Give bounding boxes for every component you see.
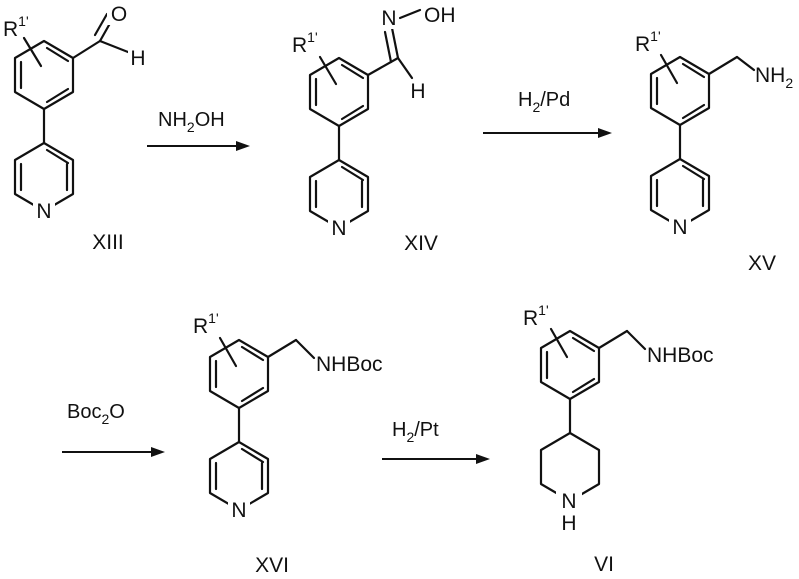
atom-n: N xyxy=(231,499,246,522)
atom-nh-h: H xyxy=(561,512,576,535)
atom-n: N xyxy=(36,200,51,223)
compound-xvi: N NHBoc R1' XVI xyxy=(193,310,383,577)
atom-n: N xyxy=(561,490,576,513)
oxime-double-bond xyxy=(390,26,400,60)
ch2-n-bond xyxy=(625,329,647,351)
r-substituent-bond xyxy=(318,55,338,86)
compound-xiii: N O H R1' XIII xyxy=(3,1,148,254)
compound-label-xvi: XVI xyxy=(255,554,289,577)
aldehyde-bond xyxy=(71,39,102,60)
ch2-bond xyxy=(266,338,298,359)
benzene-ring xyxy=(208,338,270,410)
reaction-arrow-2: H2/Pd xyxy=(483,89,612,138)
compound-label-xv: XV xyxy=(748,252,776,275)
carbonyl-bond-2 xyxy=(93,12,109,37)
atom-n: N xyxy=(331,217,346,240)
benzene-ring xyxy=(539,329,601,401)
ch2-n-bond xyxy=(735,55,756,72)
benzene-ring xyxy=(308,56,370,128)
ch2-bond xyxy=(597,329,629,350)
atom-h: H xyxy=(410,80,425,103)
n-o-bond xyxy=(398,8,422,20)
ch2-bond xyxy=(707,55,739,76)
atom-nhboc: NHBoc xyxy=(316,353,383,376)
r1-substituent: R1' xyxy=(292,29,318,57)
oxime-carbon-bond xyxy=(366,56,400,77)
atom-nh2: NH2 xyxy=(755,64,793,91)
aldehyde-h-bond xyxy=(98,39,130,54)
r1-substituent: R1' xyxy=(523,302,549,330)
benzene-ring xyxy=(649,55,711,127)
r1-substituent: R1' xyxy=(193,310,219,338)
compound-label-xiv: XIV xyxy=(404,232,438,255)
r-substituent-bond xyxy=(22,36,43,68)
r1-substituent: R1' xyxy=(3,13,29,41)
atom-o: O xyxy=(111,3,127,26)
reaction-arrow-3: Boc2O xyxy=(62,401,165,457)
atom-n: N xyxy=(672,216,687,239)
atom-n-oxime: N xyxy=(381,7,396,30)
compound-xiv: N N OH H R1' XIV xyxy=(292,4,456,255)
reaction-arrow-1: NH2OH xyxy=(147,109,250,151)
r-substituent-bond xyxy=(549,327,569,359)
compound-label-xiii: XIII xyxy=(92,231,124,254)
reagent-boc2o: Boc2O xyxy=(67,401,125,427)
reaction-arrow-4: H2/Pt xyxy=(382,419,490,464)
r-substituent-bond xyxy=(659,53,679,85)
compound-xv: N NH2 R1' XV xyxy=(635,28,793,275)
reagent-h2-pt: H2/Pt xyxy=(392,419,439,445)
reagent-h2-pd: H2/Pd xyxy=(518,89,570,115)
atom-nhboc: NHBoc xyxy=(647,344,714,367)
atom-oh: OH xyxy=(424,4,456,27)
reagent-nh2oh: NH2OH xyxy=(158,109,225,135)
oxime-double-bond-2 xyxy=(383,30,393,64)
benzene-ring xyxy=(13,39,75,111)
r1-substituent: R1' xyxy=(635,28,661,56)
compound-label-vi: VI xyxy=(594,553,614,576)
r-substituent-bond xyxy=(218,336,238,368)
compound-vi: N H NHBoc R1' VI xyxy=(523,302,714,576)
oxime-h-bond xyxy=(396,56,414,80)
atom-h: H xyxy=(130,47,145,70)
ch2-n-bond xyxy=(294,338,316,360)
